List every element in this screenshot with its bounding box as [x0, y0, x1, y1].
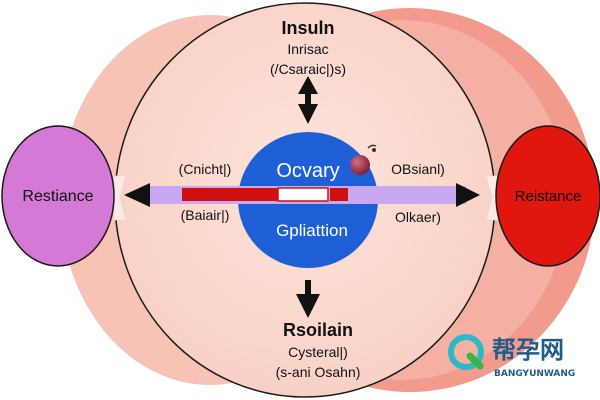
- red-bar-small-over: [330, 188, 348, 201]
- left-arrow-head: [124, 183, 150, 207]
- top-arrow-shaft: [305, 92, 311, 104]
- right-notch: [485, 175, 499, 221]
- center-lower-label: Gpliattion: [276, 221, 348, 240]
- top-line2: (/Csaraic|)s): [270, 61, 346, 77]
- watermark-logo-icon: [448, 334, 484, 370]
- watermark-cn-text: 帮孕网: [492, 336, 564, 364]
- red-bar-over: [238, 188, 278, 201]
- maroon-dot: [350, 155, 370, 175]
- bottom-title: Rsoilain: [283, 320, 353, 340]
- center-upper-label: Ocvary: [276, 160, 339, 182]
- top-title: Insuln: [282, 18, 335, 38]
- top-arrow-up: [298, 76, 318, 94]
- left-node-label: Restiance: [22, 188, 93, 205]
- left-notch: [113, 175, 127, 221]
- white-bar-over: [277, 187, 329, 202]
- bottom-arrow-head: [296, 294, 320, 318]
- right-arrow-head: [456, 183, 480, 207]
- left-arrow-bottom-label: (Baiair|): [181, 207, 230, 223]
- watermark-logo-tail: [466, 352, 484, 370]
- left-node: [1, 125, 115, 267]
- bottom-arrow-shaft: [305, 280, 311, 294]
- top-arrow-down: [298, 104, 318, 124]
- top-line1: Inrisac: [287, 41, 328, 57]
- left-arrow-top-label: (Cnicht|): [179, 161, 232, 177]
- right-arrow-bottom-label: Olkaer): [395, 209, 441, 225]
- right-arrow-top-label: OBsianl): [391, 161, 445, 177]
- bottom-line1: Cysteral|): [288, 344, 348, 360]
- watermark-en-text: BANGYUNWANG: [494, 369, 575, 379]
- dot-mark: [372, 148, 376, 152]
- right-node-label: Reistance: [515, 188, 582, 205]
- right-node: [495, 125, 600, 267]
- bottom-line2: (s-ani Osahn): [276, 364, 361, 380]
- watermark: 帮孕网 BANGYUNWANG: [448, 334, 575, 379]
- dot-tail: [367, 144, 377, 149]
